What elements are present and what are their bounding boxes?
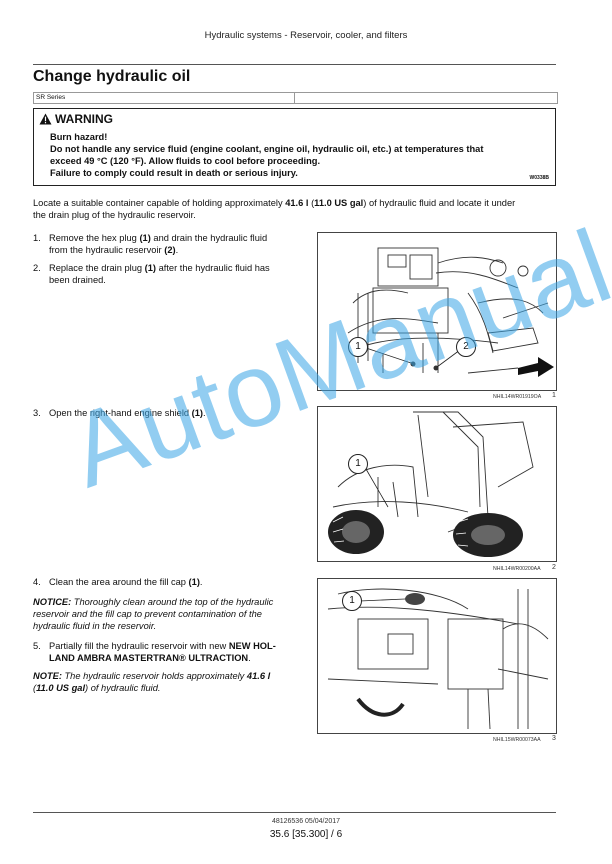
step-text: Open the right-hand engine shield <box>49 408 192 418</box>
warning-triangle-icon <box>39 113 52 125</box>
series-divider <box>294 93 295 103</box>
notice-label: NOTICE: <box>33 597 72 607</box>
figure-3-number: 3 <box>552 735 556 742</box>
footer-doc-id: 48126536 05/04/2017 <box>271 818 341 825</box>
step-text: after the hydraulic fluid has <box>156 263 270 273</box>
step-ref: (1) <box>139 233 151 243</box>
step-text: . <box>175 244 179 255</box>
figure-1-number: 1 <box>552 392 556 399</box>
engine-hydraulic-illustration <box>347 247 554 377</box>
step-text: Clean the area around the fill cap <box>49 577 189 587</box>
callout-2: 2 <box>456 337 476 357</box>
fluid-name: NEW HOL- <box>228 641 276 651</box>
step-text: from the hydraulic reservoir <box>49 244 165 255</box>
step-text: . <box>248 652 251 663</box>
step-number: 1. <box>33 233 41 243</box>
step-2: 2. Replace the drain plug (1) after the … <box>33 263 295 287</box>
series-box: SR Series <box>33 92 558 104</box>
step-number: 5. <box>33 641 41 651</box>
callout-1: 1 <box>348 454 368 474</box>
intro-paragraph: Locate a suitable container capable of h… <box>33 198 563 222</box>
hydraulic-reservoir-illustration <box>327 588 549 730</box>
step-number: 2. <box>33 263 41 273</box>
warning-line-1: Burn hazard! <box>50 132 108 142</box>
figure-1-drain-plug: 1 2 <box>317 232 557 391</box>
note-volume-gal: 11.0 US gal <box>36 682 86 693</box>
page-title: Change hydraulic oil <box>33 68 191 85</box>
step-ref: (1) <box>191 408 204 418</box>
series-label: SR Series <box>36 94 66 101</box>
note-text: ( <box>33 682 37 693</box>
step-text: Replace the drain plug <box>49 263 145 273</box>
intro-text-a: Locate a suitable container capable of h… <box>33 198 286 208</box>
notice-text: Thoroughly clean around the top of the h… <box>71 597 274 607</box>
intro-volume-gal: 11.0 US gal <box>314 198 364 208</box>
note-label: NOTE: <box>33 671 62 681</box>
intro-volume-l: 41.6 l <box>285 198 309 208</box>
note-text: ) of hydraulic fluid. <box>85 682 161 693</box>
step-ref: (1) <box>188 577 200 587</box>
notice-text: hydraulic fluid in the reservoir. <box>33 620 157 631</box>
warning-line-3: exceed 49 °C (120 °F). Allow fluids to c… <box>50 156 321 166</box>
warning-line-4: Failure to comply could result in death … <box>50 168 298 178</box>
figure-3-fill-cap: 1 <box>317 578 557 734</box>
step-ref: (2) <box>164 244 176 255</box>
figure-1-caption: NHIL14WR01919OA <box>493 394 542 400</box>
step-text: been drained. <box>49 274 106 285</box>
step-text: Partially fill the hydraulic reservoir w… <box>49 641 229 651</box>
notice-text: reservoir and the fill cap to prevent co… <box>33 608 262 619</box>
step-3: 3. Open the right-hand engine shield (1)… <box>33 408 295 420</box>
figure-2-number: 2 <box>552 564 556 571</box>
step-text: and drain the hydraulic fluid <box>150 233 268 243</box>
note-volume-l: 41.6 l <box>246 671 271 681</box>
intro-text-e: ) of hydraulic fluid and locate it under <box>363 198 516 208</box>
warning-code: W0338B <box>529 175 549 181</box>
figure-3-caption: NHIL15WR00073AA <box>493 737 541 743</box>
callout-1: 1 <box>342 591 362 611</box>
figure-2-caption: NHIL14WR00200AA <box>493 566 541 572</box>
step-5: 5. Partially fill the hydraulic reservoi… <box>33 641 295 665</box>
running-header: Hydraulic systems - Reservoir, cooler, a… <box>204 30 408 41</box>
engine-shield-illustration <box>328 411 534 557</box>
step-number: 3. <box>33 408 41 418</box>
intro-text-f: the drain plug of the hydraulic reservoi… <box>33 209 196 220</box>
warning-heading-text: WARNING <box>55 112 113 126</box>
notice-paragraph: NOTICE: Thoroughly clean around the top … <box>33 597 305 632</box>
footer-page-number: 35.6 [35.300] / 6 <box>269 829 343 840</box>
fluid-name: LAND AMBRA MASTERTRAN® ULTRACTION <box>49 652 249 663</box>
step-text: Remove the hex plug <box>49 233 140 243</box>
step-number: 4. <box>33 577 41 587</box>
note-text: The hydraulic reservoir holds approximat… <box>61 671 247 681</box>
note-paragraph: NOTE: The hydraulic reservoir holds appr… <box>33 671 305 695</box>
step-1: 1. Remove the hex plug (1) and drain the… <box>33 233 295 257</box>
figure-2-engine-shield: 1 <box>317 406 557 562</box>
warning-heading: WARNING <box>39 112 113 126</box>
warning-line-2: Do not handle any service fluid (engine … <box>50 144 484 154</box>
step-4: 4. Clean the area around the fill cap (1… <box>33 577 295 589</box>
step-text: . <box>203 408 206 418</box>
intro-text-c: ( <box>308 198 315 208</box>
header-rule <box>33 64 556 65</box>
footer-rule <box>33 812 556 813</box>
callout-1: 1 <box>348 337 368 357</box>
step-text: . <box>199 577 203 587</box>
warning-box: WARNING Burn hazard! Do not handle any s… <box>33 108 556 186</box>
step-ref: (1) <box>144 263 156 273</box>
